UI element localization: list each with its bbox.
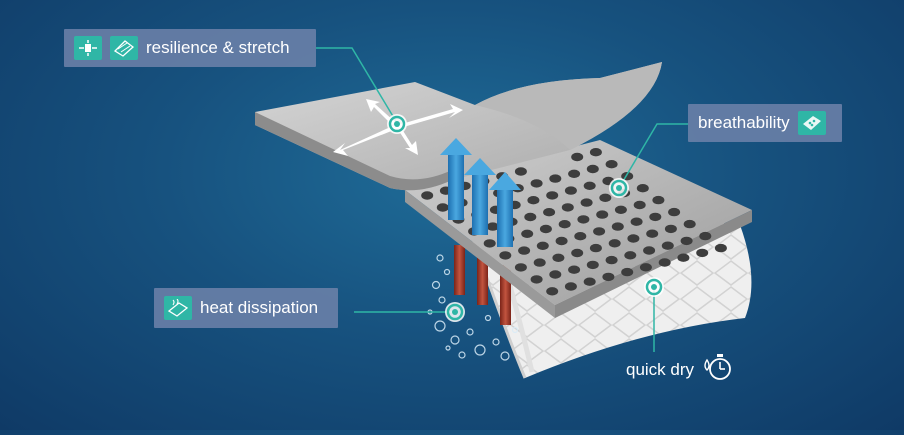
marker-breathability xyxy=(609,178,629,198)
perforation-hole xyxy=(527,196,540,205)
perforation-hole xyxy=(568,265,581,274)
heat-fabric-icon xyxy=(164,296,192,320)
perforation-hole xyxy=(421,191,434,200)
perforation-hole xyxy=(639,263,652,272)
perforation-hole xyxy=(649,212,662,222)
perforation-hole xyxy=(561,203,574,212)
perforation-hole xyxy=(533,258,546,267)
marker-quickdry xyxy=(644,277,664,297)
perforation-hole xyxy=(577,215,590,224)
perforation-hole xyxy=(605,255,618,265)
perforation-hole xyxy=(677,253,690,262)
perforation-hole xyxy=(599,193,612,202)
perforation-hole xyxy=(552,253,565,262)
perforation-hole xyxy=(630,217,643,226)
perforation-hole xyxy=(611,222,624,231)
marker-heat xyxy=(445,302,465,322)
perforation-hole xyxy=(589,148,602,157)
perforation-hole xyxy=(524,212,537,222)
perforation-hole xyxy=(558,220,571,229)
perforation-hole xyxy=(636,184,649,193)
perforation-hole xyxy=(696,248,709,258)
perforation-hole xyxy=(608,239,621,248)
perforation-hole xyxy=(536,241,549,250)
perforation-hole xyxy=(589,243,602,253)
perforation-hole xyxy=(483,239,496,248)
leader-lines xyxy=(316,47,688,352)
perforation-hole xyxy=(543,208,556,217)
perforation-hole xyxy=(571,248,584,258)
resilience-stretch-text: resilience & stretch xyxy=(146,38,290,57)
perforation-hole xyxy=(546,191,559,200)
perforation-hole xyxy=(555,236,568,246)
airflow-arrows xyxy=(440,138,521,247)
perforation-hole xyxy=(580,198,593,207)
perforation-hole xyxy=(714,243,727,253)
perforation-hole xyxy=(583,277,596,286)
perforation-hole xyxy=(605,160,618,169)
heat-dissipation-text: heat dissipation xyxy=(200,298,319,317)
perforation-hole xyxy=(661,241,674,250)
perforation-hole xyxy=(539,224,552,234)
perforation-hole xyxy=(530,275,543,284)
perforation-hole xyxy=(546,287,559,296)
perforation-hole xyxy=(602,272,615,282)
fabric-stretch-icon xyxy=(110,36,138,60)
perforation-hole xyxy=(518,246,531,255)
marker-resilience xyxy=(387,114,407,134)
perforation-hole xyxy=(643,246,656,255)
perforation-hole xyxy=(586,260,599,270)
perforation-hole xyxy=(664,224,677,234)
perforation-hole xyxy=(514,167,527,176)
perforation-hole xyxy=(436,203,449,212)
perforation-hole xyxy=(586,164,599,174)
perforation-hole xyxy=(583,181,596,190)
quick-dry-text: quick dry xyxy=(626,359,695,379)
breathability-text: breathability xyxy=(698,113,790,132)
perforation-hole xyxy=(646,229,659,238)
perforation-hole xyxy=(596,210,609,219)
resilience-stretch-label: resilience & stretch xyxy=(64,29,316,67)
perforation-hole xyxy=(574,232,587,241)
perforation-hole xyxy=(624,251,637,260)
perforation-hole xyxy=(652,195,665,205)
perforation-hole xyxy=(521,229,534,238)
perforation-hole xyxy=(549,270,562,279)
perforation-hole xyxy=(568,169,581,178)
perforation-hole xyxy=(614,205,627,214)
perforation-hole xyxy=(571,152,584,162)
perforation-hole xyxy=(633,200,646,210)
compress-icon xyxy=(74,36,102,60)
perforation-hole xyxy=(486,222,499,231)
breathability-label: breathability xyxy=(688,104,842,142)
stopwatch-drop-icon xyxy=(702,352,734,387)
perforation-hole xyxy=(699,231,712,241)
perforation-hole xyxy=(680,236,693,246)
perforation-hole xyxy=(627,234,640,243)
perforation-hole xyxy=(593,227,606,236)
perforation-hole xyxy=(621,267,634,277)
water-droplets xyxy=(427,254,519,361)
perforation-hole xyxy=(564,282,577,291)
perforation-hole xyxy=(564,186,577,195)
perforation-hole xyxy=(683,219,696,229)
perforation-hole xyxy=(549,174,562,183)
perforation-hole xyxy=(499,251,512,260)
stretch-top-layer xyxy=(255,62,662,191)
heat-bars xyxy=(454,245,511,325)
perforation-hole xyxy=(530,179,543,188)
perforation-hole xyxy=(514,263,527,272)
breathable-fabric-icon xyxy=(797,111,826,135)
quick-dry-label: quick dry xyxy=(626,352,734,387)
perforation-hole xyxy=(668,207,681,217)
stretch-arrows xyxy=(333,99,463,156)
perforation-hole xyxy=(658,258,671,267)
heat-dissipation-label: heat dissipation xyxy=(154,288,338,328)
